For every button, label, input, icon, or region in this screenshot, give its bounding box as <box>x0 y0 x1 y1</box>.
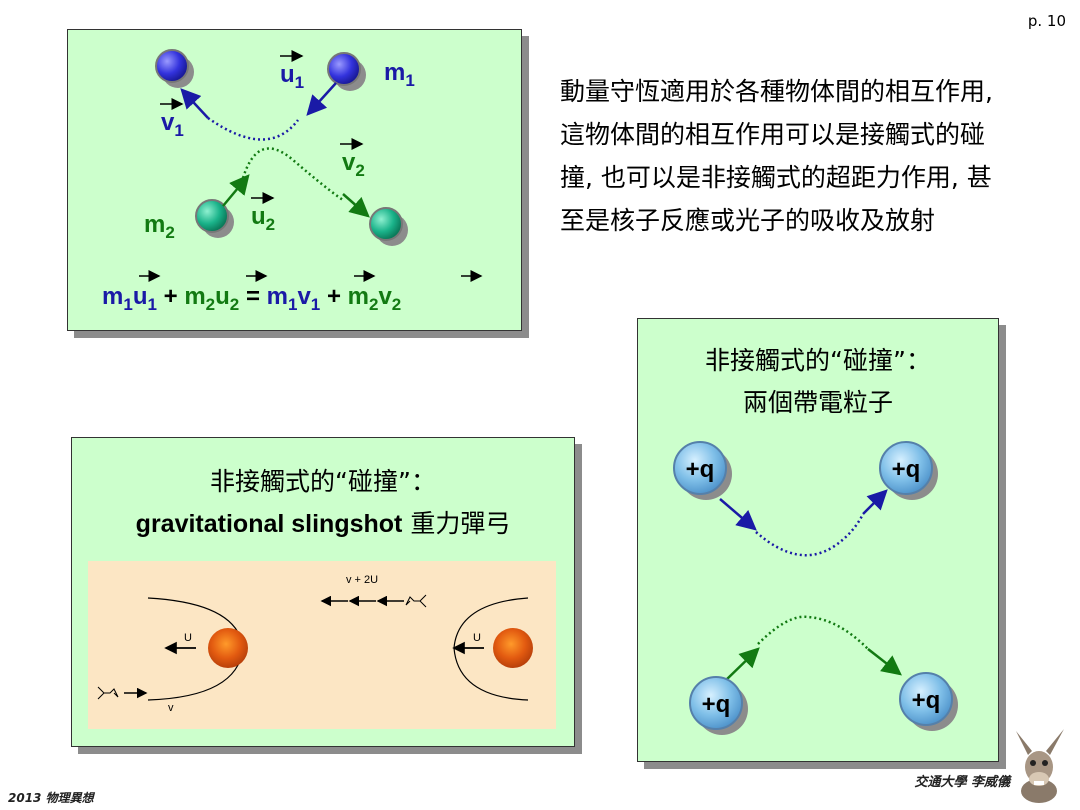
v2-arrow <box>342 193 370 218</box>
green-trajectory <box>241 147 344 202</box>
svg-text:+q: +q <box>686 456 715 483</box>
label-v2: v2 <box>342 149 365 180</box>
label-m2: m2 <box>144 211 175 242</box>
ball-blue-left <box>155 49 194 88</box>
main-description: 動量守恆適用於各種物体間的相互作用, 這物体間的相互作用可以是接觸式的碰撞, 也… <box>560 77 993 235</box>
slingshot-background <box>88 561 556 729</box>
charge-bottom-right: +q <box>899 672 958 731</box>
v1-arrow <box>180 88 209 119</box>
label-v: v <box>168 702 174 714</box>
charge-panel-title-1: 非接觸式的“碰撞”： <box>705 346 931 375</box>
label-u-left: U <box>184 632 192 644</box>
momentum-equation: m1u1 + m2u2 = m1v1 + m2v2 <box>102 283 401 314</box>
charge-diagram: +q +q +q +q <box>673 441 958 735</box>
label-v1: v1 <box>161 109 184 140</box>
charge-top-right: +q <box>879 441 938 500</box>
label-u1: u1 <box>280 61 304 92</box>
page-number: p. 10 <box>1027 12 1066 30</box>
collision-diagram: u1 m1 v1 v2 m2 u2 m1u1 + m2u2 = m1v1 + m… <box>102 49 483 314</box>
u1-arrow <box>306 82 337 116</box>
svg-text:+q: +q <box>912 687 941 714</box>
label-v-plus-2u: v + 2U <box>346 574 378 586</box>
slingshot-panel: 非接觸式的“碰撞”： gravitational slingshot 重力彈弓 … <box>71 437 575 747</box>
charge-top-left: +q <box>673 441 732 500</box>
slingshot-title-chinese: 重力彈弓 <box>402 509 511 538</box>
u2-arrow <box>222 174 250 207</box>
footer-left: 2013 物理異想 <box>8 791 94 805</box>
label-u2: u2 <box>251 203 275 234</box>
footer-right: 交通大學 李威儀 <box>914 775 1010 790</box>
svg-text:+q: +q <box>892 456 921 483</box>
charge-bottom-left: +q <box>689 676 748 735</box>
slingshot-title-1: 非接觸式的“碰撞”： <box>210 467 436 496</box>
planet-left <box>208 628 248 668</box>
probe-right <box>405 594 427 608</box>
label-u-right: U <box>473 632 481 644</box>
blue-trajectory <box>207 116 299 141</box>
probe-left <box>97 686 119 700</box>
collision-panel: u1 m1 v1 v2 m2 u2 m1u1 + m2u2 = m1v1 + m… <box>67 29 522 331</box>
label-m1: m1 <box>384 59 415 90</box>
planet-right <box>493 628 533 668</box>
donkey-mascot-icon <box>1016 729 1064 803</box>
ball-teal-left <box>195 199 234 238</box>
slingshot-title-english: gravitational slingshot <box>135 510 403 538</box>
charge-panel-title-2: 兩個帶電粒子 <box>742 388 893 417</box>
slingshot-title-2: gravitational slingshot 重力彈弓 <box>72 504 574 540</box>
ball-teal-right <box>369 207 408 246</box>
slingshot-diagram: U v v + 2U U <box>88 561 556 729</box>
svg-text:+q: +q <box>702 691 731 718</box>
charge-panel: 非接觸式的“碰撞”： 兩個帶電粒子 +q <box>637 318 999 762</box>
ball-blue-right <box>327 52 366 91</box>
